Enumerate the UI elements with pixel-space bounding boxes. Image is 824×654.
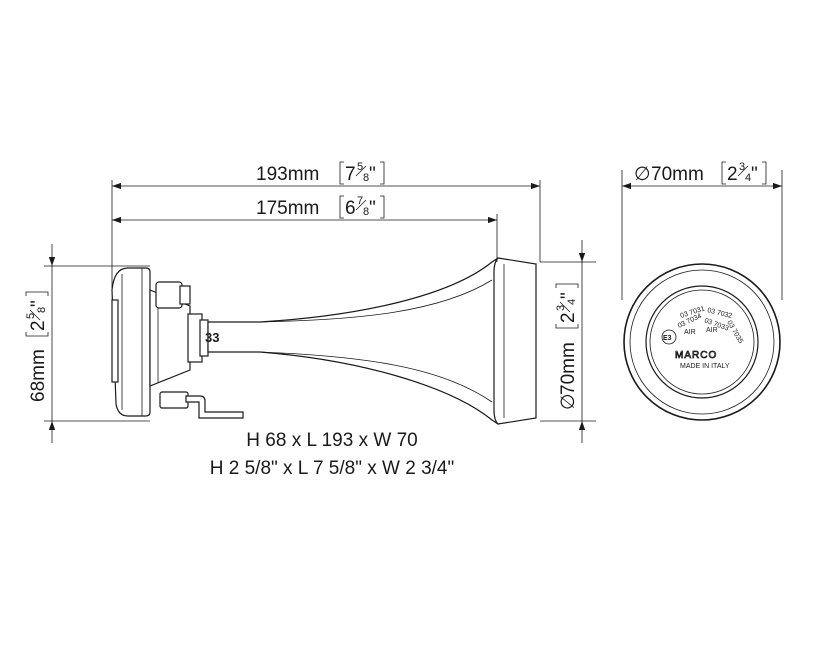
tube-label: 33 bbox=[205, 330, 219, 345]
overall-length-inch-whole: 7 bbox=[345, 164, 356, 185]
front-view: E3 03 7031 03 7032 03 7033 03 7034 03 70… bbox=[623, 263, 781, 421]
front-diameter-mm: 70mm bbox=[651, 164, 704, 185]
approval-mark: E3 bbox=[663, 335, 672, 342]
mounting-nut bbox=[159, 391, 189, 409]
bell-diameter-inch-whole: 2 bbox=[558, 312, 579, 323]
overall-length-inch-unit: " bbox=[369, 164, 376, 185]
air-label-1: AIR bbox=[684, 329, 696, 336]
air-label-2: AIR bbox=[706, 327, 718, 334]
caption-metric: H 68 x L 193 x W 70 bbox=[246, 430, 417, 451]
height-inch-unit: " bbox=[28, 300, 49, 307]
height-inch-den: 8 bbox=[36, 307, 48, 313]
bell-diameter-inch-num: 3 bbox=[555, 305, 567, 311]
body-length-mm: 175mm bbox=[256, 198, 319, 219]
body-length-inch-unit: " bbox=[369, 198, 376, 219]
dimension-front-diameter: ∅ 70mm 2 3 4 " bbox=[622, 161, 782, 190]
body-length-inch-whole: 6 bbox=[345, 198, 356, 219]
bell-diameter-inch-den: 4 bbox=[566, 299, 578, 305]
overall-length-mm: 193mm bbox=[256, 164, 319, 185]
front-diameter-inch-unit: " bbox=[751, 164, 758, 185]
body-length-inch-den: 8 bbox=[363, 206, 369, 218]
caption-imperial: H 2 5/8" x L 7 5/8" x W 2 3/4" bbox=[210, 458, 454, 479]
air-inlet-fitting bbox=[155, 281, 183, 309]
horn-bell bbox=[207, 257, 501, 425]
front-diameter-inch-num: 3 bbox=[739, 161, 745, 173]
bell-diameter-mm: 70mm bbox=[558, 342, 579, 395]
overall-length-inch-den: 8 bbox=[363, 172, 369, 184]
front-diameter-prefix: ∅ bbox=[634, 164, 651, 185]
bell-rim bbox=[493, 257, 537, 425]
made-in-label: MADE IN ITALY bbox=[680, 363, 730, 370]
bell-diameter-prefix: ∅ bbox=[558, 393, 579, 410]
dimension-bell-diameter: ∅ 70mm 2 3 4 " bbox=[555, 240, 586, 443]
front-face bbox=[645, 285, 759, 399]
dimension-height: 68mm 2 5 8 " bbox=[25, 244, 56, 443]
body-length-inch-num: 7 bbox=[357, 195, 363, 207]
bell-diameter-inch-unit: " bbox=[558, 292, 579, 299]
brand-logo: MARCO bbox=[675, 350, 717, 361]
side-view: 33 bbox=[111, 257, 537, 425]
height-inch-whole: 2 bbox=[28, 320, 49, 331]
height-mm: 68mm bbox=[28, 349, 49, 402]
mounting-bracket bbox=[185, 395, 244, 419]
dimension-overall-length: 193mm 7 5 8 " bbox=[112, 161, 540, 190]
extension-lines bbox=[44, 170, 783, 422]
height-inch-num: 5 bbox=[25, 313, 37, 319]
compressor-housing bbox=[111, 267, 151, 417]
overall-length-inch-num: 5 bbox=[357, 161, 363, 173]
dimension-body-length: 175mm 6 7 8 " bbox=[112, 195, 497, 224]
front-diameter-inch-whole: 2 bbox=[727, 164, 738, 185]
front-diameter-inch-den: 4 bbox=[745, 172, 751, 184]
front-outer-ring bbox=[623, 263, 781, 421]
